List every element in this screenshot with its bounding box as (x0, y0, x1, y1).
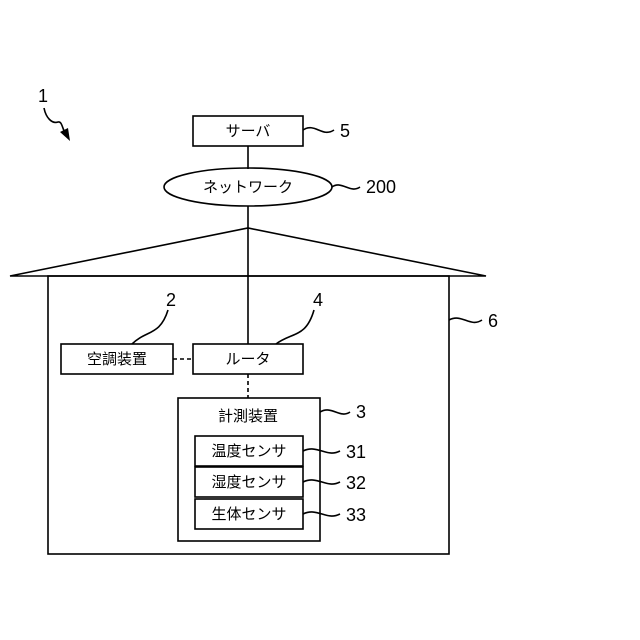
measuring-device-ref: 3 (356, 402, 366, 422)
sensor-ref: 32 (346, 473, 366, 493)
server-leader (303, 128, 334, 133)
server-box: サーバ (193, 116, 303, 146)
server-label: サーバ (226, 122, 271, 140)
measuring-device-leader (320, 410, 350, 414)
biometric-sensor-box: 生体センサ (195, 499, 303, 529)
sensor-leader (303, 480, 340, 484)
sensor-label: 湿度センサ (211, 473, 286, 491)
measuring-device-label: 計測装置 (218, 407, 278, 425)
server-ref: 5 (340, 121, 350, 141)
air-conditioner-ref: 2 (166, 290, 176, 310)
sensor-leader (303, 512, 340, 516)
system-ref: 1 (38, 86, 48, 106)
air-conditioner-box: 空調装置 (61, 344, 173, 374)
sensor-leader (303, 449, 340, 453)
network-ref: 200 (366, 177, 396, 197)
system-ref-arrowhead (60, 128, 70, 141)
temperature-sensor-box: 温度センサ (195, 436, 303, 466)
network-leader (332, 185, 360, 189)
network-label: ネットワーク (203, 178, 293, 196)
sensor-ref: 31 (346, 442, 366, 462)
router-ref: 4 (313, 290, 323, 310)
router-leader (276, 310, 314, 344)
sensor-label: 温度センサ (211, 442, 286, 460)
sensor-ref: 33 (346, 505, 366, 525)
air-conditioner-leader (132, 310, 168, 344)
air-conditioner-label: 空調装置 (87, 350, 147, 368)
network-ellipse: ネットワーク (164, 168, 332, 206)
humidity-sensor-box: 湿度センサ (195, 467, 303, 497)
router-label: ルータ (225, 350, 270, 368)
house-ref: 6 (488, 311, 498, 331)
router-box: ルータ (193, 344, 303, 374)
house-leader (449, 318, 482, 322)
sensor-label: 生体センサ (211, 505, 286, 523)
